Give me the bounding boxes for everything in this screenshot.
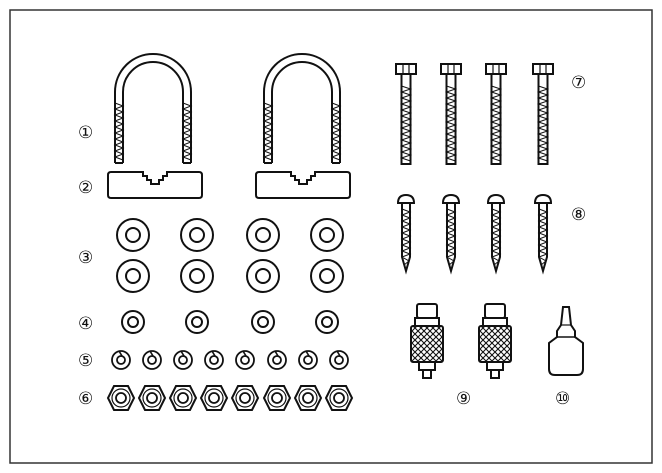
flat-washer-icon [116, 259, 150, 293]
flat-washer-icon [310, 259, 344, 293]
screw-group [397, 194, 552, 272]
label-clamp-block: ② [78, 178, 93, 198]
hex-bolt-icon [395, 63, 417, 165]
coax-connector-icon [410, 303, 444, 379]
flat-washer-icon [246, 218, 280, 252]
lock-washer-icon [173, 350, 193, 370]
lock-washer-icon [111, 350, 131, 370]
lock-washer-icon [329, 350, 349, 370]
hex-bolt-icon [485, 63, 507, 165]
sealant-tube-group [548, 306, 584, 376]
lock-washer-icon [267, 350, 287, 370]
hex-bolt-icon [532, 63, 554, 165]
label-nut: ⑥ [78, 389, 93, 409]
small-washer-icon [185, 310, 209, 334]
coax-connector-icon [478, 303, 512, 379]
label-connector: ⑨ [456, 389, 471, 409]
hex-nut-icon [169, 385, 197, 411]
hex-nut-icon [200, 385, 228, 411]
v-clamp-icon [255, 171, 351, 199]
clamp-block-group [107, 171, 351, 199]
nut-group [107, 385, 353, 411]
u-bolt-icon [114, 53, 192, 164]
wood-screw-icon [442, 194, 460, 272]
label-sealant-tube: ⑩ [555, 389, 570, 409]
hex-nut-icon [231, 385, 259, 411]
small-washer-group [121, 310, 339, 334]
wood-screw-icon [487, 194, 505, 272]
flat-washer-icon [310, 218, 344, 252]
hex-nut-icon [263, 385, 291, 411]
small-washer-icon [315, 310, 339, 334]
lock-washer-icon [204, 350, 224, 370]
large-washer-group [116, 218, 344, 293]
hex-nut-icon [325, 385, 353, 411]
label-small-washer: ④ [78, 314, 93, 334]
v-clamp-icon [107, 171, 203, 199]
label-u-bolt: ① [78, 123, 93, 143]
connector-group [410, 303, 512, 379]
flat-washer-icon [116, 218, 150, 252]
hex-bolt-icon [440, 63, 462, 165]
lock-washer-group [111, 350, 349, 370]
u-bolt-group [114, 53, 341, 164]
label-lock-washer: ⑤ [78, 351, 93, 371]
u-bolt-icon [263, 53, 341, 164]
flat-washer-icon [180, 218, 214, 252]
hex-nut-icon [107, 385, 135, 411]
sealant-tube-icon [548, 306, 584, 376]
label-screw: ⑧ [571, 205, 586, 225]
border-frame [9, 9, 653, 464]
small-washer-icon [251, 310, 275, 334]
lock-washer-icon [298, 350, 318, 370]
hex-nut-icon [138, 385, 166, 411]
hex-bolt-group [395, 63, 554, 165]
lock-washer-icon [142, 350, 162, 370]
label-hex-bolt: ⑦ [571, 73, 586, 93]
lock-washer-icon [235, 350, 255, 370]
flat-washer-icon [180, 259, 214, 293]
wood-screw-icon [534, 194, 552, 272]
flat-washer-icon [246, 259, 280, 293]
small-washer-icon [121, 310, 145, 334]
hex-nut-icon [294, 385, 322, 411]
wood-screw-icon [397, 194, 415, 272]
label-large-washer: ③ [78, 248, 93, 268]
